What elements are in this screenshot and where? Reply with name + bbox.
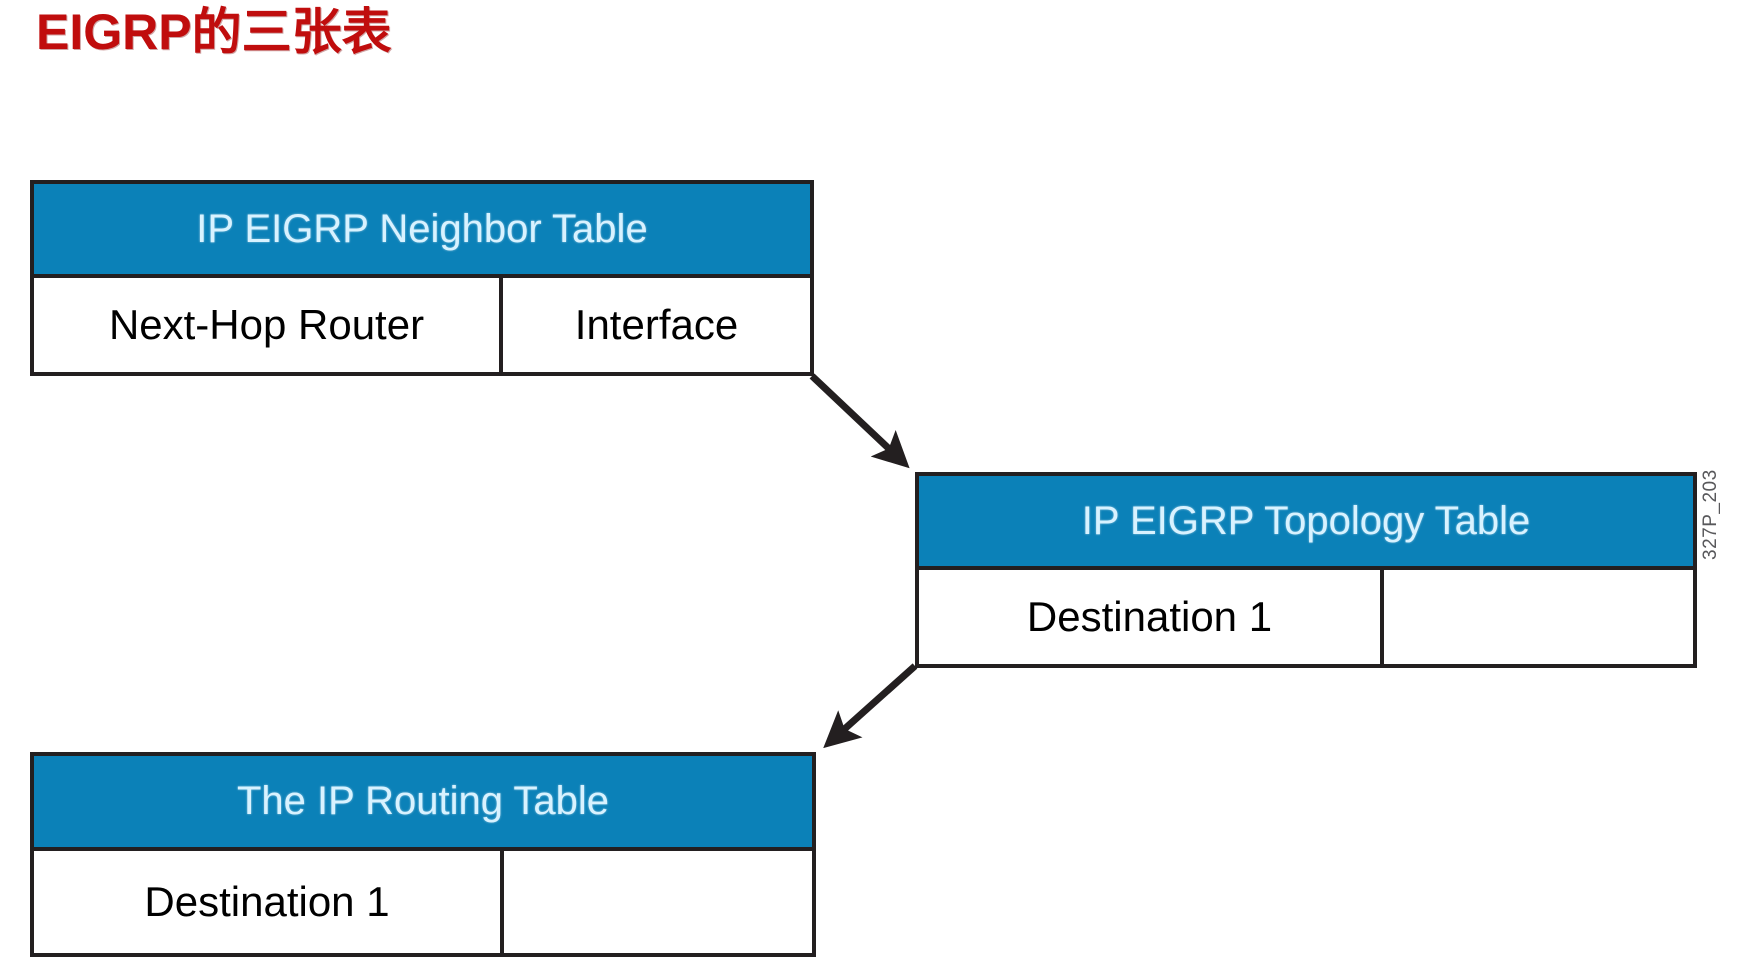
routing-cell-empty bbox=[500, 851, 812, 953]
topology-cell-destination-1: Destination 1 bbox=[1026, 593, 1273, 640]
ip-eigrp-topology-table: IP EIGRP Topology Table Destination 1 bbox=[915, 472, 1697, 668]
ip-routing-table: The IP Routing Table Destination 1 bbox=[30, 752, 816, 957]
topology-table-row: Destination 1 bbox=[919, 570, 1693, 664]
routing-table-row: Destination 1 bbox=[34, 851, 812, 953]
page-title: EIGRP的三张表 bbox=[36, 4, 392, 60]
routing-cell-destination-1: Destination 1 bbox=[144, 878, 390, 925]
neighbor-table-header: IP EIGRP Neighbor Table bbox=[34, 184, 810, 278]
ip-eigrp-neighbor-table: IP EIGRP Neighbor Table Next-Hop Router … bbox=[30, 180, 814, 376]
neighbor-cell-next-hop-router: Next-Hop Router bbox=[108, 301, 425, 348]
topology-cell-empty bbox=[1380, 570, 1693, 664]
neighbor-cell-interface: Interface bbox=[499, 278, 810, 372]
arrow-neighbor-to-topology bbox=[809, 373, 910, 469]
arrow-topology-to-routing bbox=[823, 663, 918, 749]
figure-id-label: 327P_203 bbox=[1700, 469, 1721, 560]
routing-table-header: The IP Routing Table bbox=[34, 756, 812, 851]
topology-table-header: IP EIGRP Topology Table bbox=[919, 476, 1693, 570]
neighbor-table-row: Next-Hop Router Interface bbox=[34, 278, 810, 372]
